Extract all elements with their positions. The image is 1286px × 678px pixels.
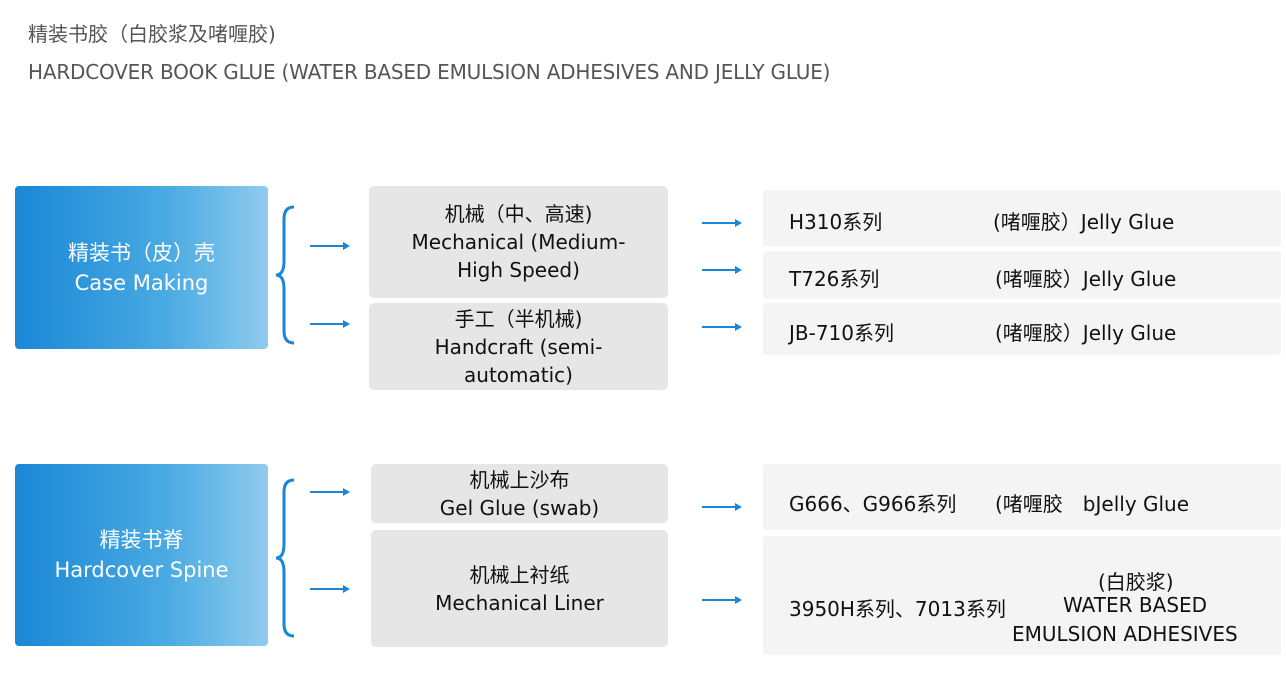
page-title-en: HARDCOVER BOOK GLUE (WATER BASED EMULSIO…: [28, 60, 831, 84]
product-h310-box: H310系列 (啫喱胶）Jelly Glue: [763, 190, 1281, 246]
case-making-label-en: Case Making: [74, 270, 209, 295]
spine-label-en: Hardcover Spine: [54, 558, 229, 582]
method-label-en: Handcraft (semi-: [434, 334, 603, 359]
case-making-bracket: [275, 205, 295, 345]
product-code: T726系列: [789, 267, 880, 291]
spine-label-cn: 精装书脊: [99, 528, 184, 552]
product-g666-box: G666、G966系列 (啫喱胶 bJelly Glue: [763, 464, 1281, 530]
product-type: WATER BASED: [1063, 593, 1208, 617]
product-3950h-box: 3950H系列、7013系列 (白胶浆) WATER BASED EMULSIO…: [763, 536, 1281, 655]
method-label-cn: 手工（半机械): [454, 306, 583, 331]
method-handcraft-box: 手工（半机械) Handcraft (semi- automatic): [369, 303, 668, 390]
method-label-cn: 机械上沙布: [469, 467, 570, 492]
product-code: H310系列: [789, 210, 883, 234]
arrow-right-icon: [310, 320, 350, 328]
product-code: JB-710系列: [789, 321, 895, 345]
product-type: (啫喱胶）Jelly Glue: [995, 321, 1177, 345]
product-type: (白胶浆): [1098, 570, 1174, 594]
product-code: 3950H系列、7013系列: [789, 597, 1006, 621]
method-label-cn: 机械上衬纸: [469, 562, 570, 587]
arrow-right-icon: [702, 596, 742, 604]
product-t726-box: T726系列 (啫喱胶）Jelly Glue: [763, 251, 1281, 299]
arrow-right-icon: [310, 488, 350, 496]
arrow-right-icon: [310, 242, 350, 250]
method-label-en: Mechanical Liner: [435, 590, 604, 615]
product-type: (啫喱胶 bJelly Glue: [995, 492, 1190, 516]
method-label-en-cont: High Speed): [457, 258, 580, 282]
arrow-right-icon: [702, 266, 742, 274]
method-mechanical-box: 机械（中、高速) Mechanical (Medium- High Speed): [369, 186, 668, 298]
product-type: EMULSION ADHESIVES: [1012, 622, 1238, 646]
method-label-en: Gel Glue (swab): [439, 495, 600, 520]
arrow-right-icon: [702, 503, 742, 511]
product-type: (啫喱胶）Jelly Glue: [993, 210, 1175, 234]
product-code: G666、G966系列: [789, 492, 957, 516]
product-jb710-box: JB-710系列 (啫喱胶）Jelly Glue: [763, 303, 1281, 355]
case-making-label-cn: 精装书（皮）壳: [68, 240, 215, 265]
method-label-en-cont: automatic): [464, 362, 573, 387]
hardcover-spine-box: 精装书脊 Hardcover Spine: [15, 464, 268, 646]
arrow-right-icon: [702, 323, 742, 331]
product-type: (啫喱胶）Jelly Glue: [995, 267, 1177, 291]
spine-bracket: [275, 478, 295, 638]
case-making-box: 精装书（皮）壳 Case Making: [15, 186, 268, 349]
method-label-en: Mechanical (Medium-: [411, 230, 626, 254]
arrow-right-icon: [310, 585, 350, 593]
page-title-cn: 精装书胶（白胶浆及啫喱胶): [28, 22, 276, 46]
method-swab-box: 机械上沙布 Gel Glue (swab): [371, 464, 668, 523]
arrow-right-icon: [702, 219, 742, 227]
method-liner-box: 机械上衬纸 Mechanical Liner: [371, 530, 668, 647]
method-label-cn: 机械（中、高速): [444, 202, 593, 226]
